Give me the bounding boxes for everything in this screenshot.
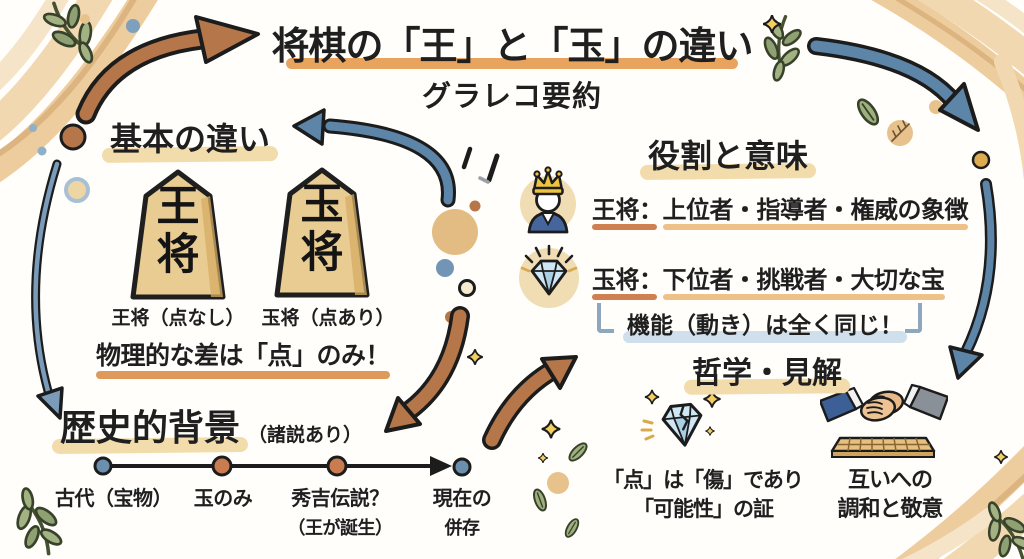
bracket-right: [905, 303, 922, 333]
role-king-text: 上位者・指導者・権威の象徴: [662, 190, 968, 230]
timeline-label-jewel-only: 玉のみ: [193, 486, 253, 510]
arrow-to-basic-heading: [292, 108, 456, 208]
arrow-left-edge-down: [31, 159, 64, 420]
piece-char-top: 玉: [300, 180, 344, 230]
same-function-note: 機能（動き）は全く同じ！: [615, 306, 915, 343]
motion-dashes: [461, 146, 500, 184]
shogi-piece-jewel: 玉 将: [266, 166, 378, 300]
section-heading-history: 歴史的背景 （諸説あり）: [60, 399, 362, 451]
sparkle-icon: [466, 348, 484, 366]
leaf-print-dot: [887, 120, 913, 146]
history-heading-note: （諸説あり）: [248, 424, 363, 446]
leaf-icon: [562, 516, 582, 540]
basic-difference-note: 物理的な差は「点」のみ！: [78, 336, 408, 379]
brush-stroke-top-right: [871, 0, 1024, 181]
diamond-icon: [519, 244, 579, 308]
timeline-label-present: 現在の 併存: [432, 486, 492, 539]
role-king-row: 王将：上位者・指導者・権威の象徴: [592, 190, 968, 230]
section-heading-philosophy: 哲学・見解: [692, 348, 842, 392]
section-heading-roles: 役割と意味: [648, 131, 808, 177]
sparkle-icon: [537, 452, 549, 464]
arrow-title-to-right: [807, 37, 980, 132]
history-heading: 歴史的背景: [60, 399, 240, 451]
role-jewel-prefix: 玉将：: [592, 260, 663, 300]
philosophy-handshake-note: 互いへの 調和と敬意: [837, 468, 943, 522]
piece-char-top: 王: [156, 182, 200, 232]
philosophy-crack-note: 「点」は「傷」であり 「可能性」の証: [603, 468, 804, 521]
role-jewel-row: 玉将：下位者・挑戦者・大切な宝: [592, 260, 945, 300]
shogi-piece-shape: [130, 169, 226, 300]
shogi-piece-shape: [274, 167, 370, 298]
arrow-title-from-left: [75, 15, 260, 125]
section-heading-basic: 基本の違い: [110, 114, 270, 160]
piece-caption-jewel: 玉将（点あり）: [261, 307, 395, 329]
bracket-left: [597, 303, 614, 333]
leaf-icon: [853, 95, 883, 129]
role-jewel-text: 下位者・挑戦者・大切な宝: [662, 260, 945, 300]
leaf-icon: [530, 486, 550, 514]
cracked-diamond-icon: [640, 389, 722, 447]
piece-caption-king: 王将（点なし）: [111, 307, 245, 329]
king-crown-icon: [520, 166, 576, 234]
handshake-icon: [820, 383, 948, 458]
role-king-prefix: 王将：: [592, 190, 663, 230]
page-subtitle: グラレコ要約: [421, 79, 602, 113]
piece-char-bottom: 将: [156, 230, 200, 280]
arrow-to-history: [384, 306, 470, 433]
arrow-right-edge-down: [948, 178, 997, 380]
leaf-icon: [565, 439, 591, 465]
piece-char-bottom: 将: [300, 228, 344, 278]
page-title: 将棋の「王」と「玉」の違い: [252, 22, 772, 70]
shogi-piece-king: 王 将: [122, 168, 234, 302]
sparkle-icon: [993, 449, 1009, 465]
timeline-label-ancient: 古代（宝物）: [55, 486, 173, 510]
decor-dots: [29, 14, 991, 494]
history-timeline-axis: [93, 455, 472, 477]
timeline-label-hideyoshi: 秀吉伝説？ （王が誕生）: [287, 486, 394, 539]
arrow-to-philosophy: [482, 355, 578, 450]
title-block: 将棋の「王」と「玉」の違い グラレコ要約: [252, 22, 772, 115]
sparkle-icon: [540, 418, 562, 440]
